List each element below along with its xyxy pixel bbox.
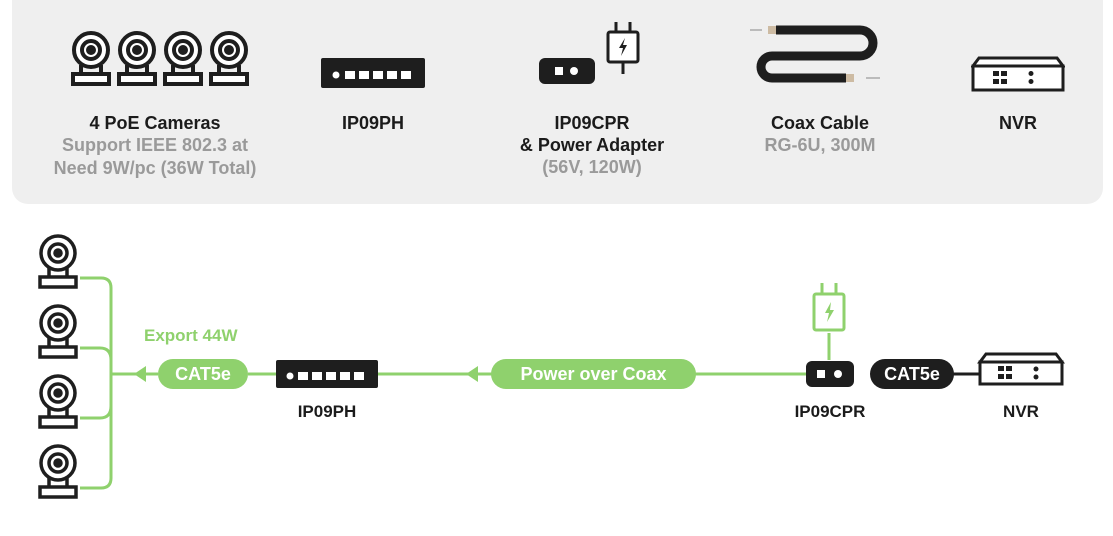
nvr-caption: NVR — [968, 112, 1068, 134]
ip09cpr-title: IP09CPR — [554, 113, 630, 133]
green-power-adapter-icon — [812, 283, 846, 332]
camera-group-icon — [71, 31, 249, 86]
component-overview-panel — [12, 0, 1103, 204]
coax-caption: Coax Cable RG-6U, 300M — [740, 112, 900, 157]
arrow-head-coax-icon — [466, 366, 478, 382]
cat5e-right-pill: CAT5e — [870, 359, 954, 389]
camera-1-icon — [38, 234, 78, 289]
power-adapter-spec: (56V, 120W) — [542, 157, 642, 177]
ip09ph-switch-icon — [276, 360, 378, 388]
nvr-icon — [971, 56, 1065, 92]
nvr-diagram-label: NVR — [1003, 402, 1039, 421]
camera-2-icon — [38, 304, 78, 359]
coax-title: Coax Cable — [770, 113, 870, 133]
camera-3-icon — [38, 374, 78, 429]
cat5e-left-pill: CAT5e — [158, 359, 248, 389]
export-power-label: Export 44W — [144, 326, 238, 345]
receiver-icon — [539, 58, 595, 84]
power-adapter-title: & Power Adapter — [519, 135, 665, 155]
cameras-spec-2: Need 9W/pc (36W Total) — [53, 158, 257, 178]
nvr-device-icon — [977, 352, 1065, 386]
coax-spec: RG-6U, 300M — [764, 135, 876, 155]
ip09cpr-receiver-icon — [806, 361, 854, 387]
camera-4-icon — [38, 444, 78, 499]
nvr-title: NVR — [998, 113, 1037, 133]
ip09ph-title: IP09PH — [341, 113, 405, 133]
cameras-spec-1: Support IEEE 802.3 at — [61, 135, 249, 155]
ip09ph-diagram-label: IP09PH — [297, 402, 357, 421]
power-adapter-icon — [606, 22, 640, 74]
ip09cpr-caption: IP09CPR & Power Adapter (56V, 120W) — [492, 112, 692, 179]
power-over-coax-pill: Power over Coax — [491, 359, 696, 389]
arrow-head-left-icon — [134, 366, 146, 382]
coax-cable-icon — [750, 25, 880, 83]
cameras-title: 4 PoE Cameras — [89, 113, 221, 133]
ip09ph-caption: IP09PH — [313, 112, 433, 134]
ip09cpr-diagram-label: IP09CPR — [794, 402, 866, 421]
switch-icon — [321, 58, 425, 88]
cameras-caption: 4 PoE Cameras Support IEEE 802.3 at Need… — [30, 112, 280, 180]
